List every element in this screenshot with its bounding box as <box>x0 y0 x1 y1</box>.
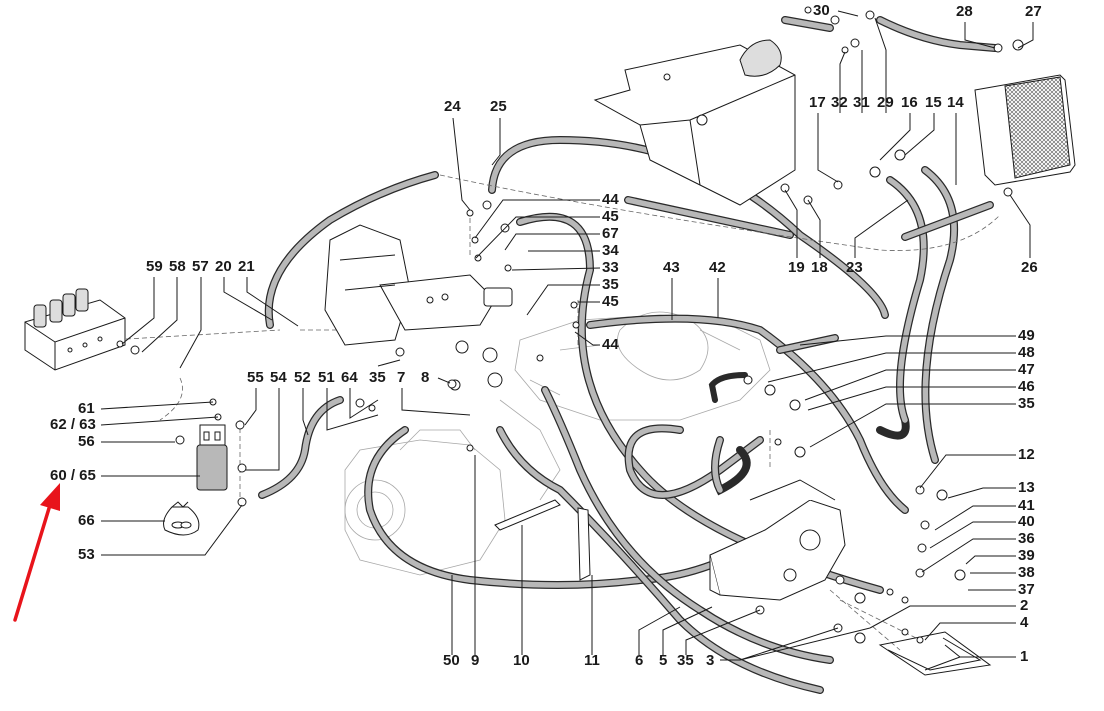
callout-49: 49 <box>1018 327 1035 344</box>
pump-assembly-upper <box>324 224 513 346</box>
leader-lines <box>100 10 1034 671</box>
callout-10: 10 <box>513 652 530 669</box>
callout-47: 47 <box>1018 361 1035 378</box>
callout-44: 44 <box>602 336 619 353</box>
callout-59: 59 <box>146 258 163 275</box>
callout-61: 61 <box>78 400 95 417</box>
callout-62-63: 62 / 63 <box>50 416 96 433</box>
callout-42: 42 <box>709 259 726 276</box>
callout-16: 16 <box>901 94 918 111</box>
callout-4: 4 <box>1020 614 1029 631</box>
highlight-arrow <box>13 483 60 622</box>
callout-35: 35 <box>1018 395 1035 412</box>
callout-3: 3 <box>706 652 715 669</box>
seal-kit-bag-66 <box>163 501 200 536</box>
callout-17: 17 <box>809 94 826 111</box>
callout-6: 6 <box>635 652 644 669</box>
callout-14: 14 <box>947 94 964 111</box>
callout-50: 50 <box>443 652 460 669</box>
callout-5: 5 <box>659 652 668 669</box>
callout-18: 18 <box>811 259 828 276</box>
callout-26: 26 <box>1021 259 1038 276</box>
callout-43: 43 <box>663 259 680 276</box>
callout-35: 35 <box>602 276 619 293</box>
callout-29: 29 <box>877 94 894 111</box>
callout-57: 57 <box>192 258 209 275</box>
callout-15: 15 <box>925 94 942 111</box>
callout-48: 48 <box>1018 344 1035 361</box>
callout-19: 19 <box>788 259 805 276</box>
pump-assembly-lower <box>709 479 846 601</box>
callout-40: 40 <box>1018 513 1035 530</box>
callout-7: 7 <box>397 369 406 386</box>
callout-34: 34 <box>602 242 619 259</box>
callout-21: 21 <box>238 258 255 275</box>
callout-66: 66 <box>78 512 95 529</box>
callout-9: 9 <box>471 652 480 669</box>
distributor-block <box>24 288 126 371</box>
callout-35: 35 <box>369 369 386 386</box>
callout-2: 2 <box>1020 597 1029 614</box>
engine-background-sketch <box>344 311 771 576</box>
brackets <box>494 499 591 581</box>
hoses <box>258 16 999 694</box>
callout-27: 27 <box>1025 3 1042 20</box>
filter-60-65 <box>196 424 228 491</box>
callout-54: 54 <box>270 369 287 386</box>
callout-23: 23 <box>846 259 863 276</box>
callout-12: 12 <box>1018 446 1035 463</box>
callout-60-65[interactable]: 60 / 65 <box>50 467 96 484</box>
callout-32: 32 <box>831 94 848 111</box>
hydraulic-tank <box>593 39 796 206</box>
dashed-connectors <box>109 174 1001 651</box>
callout-45: 45 <box>602 208 619 225</box>
callout-41: 41 <box>1018 497 1035 514</box>
callout-28: 28 <box>956 3 973 20</box>
callout-1: 1 <box>1020 648 1029 665</box>
callout-31: 31 <box>853 94 870 111</box>
callout-58: 58 <box>169 258 186 275</box>
tube-1 <box>878 631 992 676</box>
callout-35: 35 <box>677 652 694 669</box>
callout-51: 51 <box>318 369 335 386</box>
callout-52: 52 <box>294 369 311 386</box>
callout-38: 38 <box>1018 564 1035 581</box>
callout-45: 45 <box>602 293 619 310</box>
callout-67: 67 <box>602 225 619 242</box>
callout-55: 55 <box>247 369 264 386</box>
callout-24: 24 <box>444 98 461 115</box>
oil-cooler <box>974 74 1076 186</box>
callout-46: 46 <box>1018 378 1035 395</box>
callout-11: 11 <box>584 652 600 669</box>
fittings <box>116 6 1024 644</box>
callout-36: 36 <box>1018 530 1035 547</box>
callout-20: 20 <box>215 258 232 275</box>
callout-13: 13 <box>1018 479 1035 496</box>
callout-53: 53 <box>78 546 95 563</box>
callout-39: 39 <box>1018 547 1035 564</box>
callout-25: 25 <box>490 98 507 115</box>
callout-44: 44 <box>602 191 619 208</box>
callout-8: 8 <box>421 369 430 386</box>
callout-37: 37 <box>1018 581 1035 598</box>
callout-64: 64 <box>341 369 358 386</box>
callout-56: 56 <box>78 433 95 450</box>
callout-30: 30 <box>813 2 830 19</box>
callout-33: 33 <box>602 259 619 276</box>
